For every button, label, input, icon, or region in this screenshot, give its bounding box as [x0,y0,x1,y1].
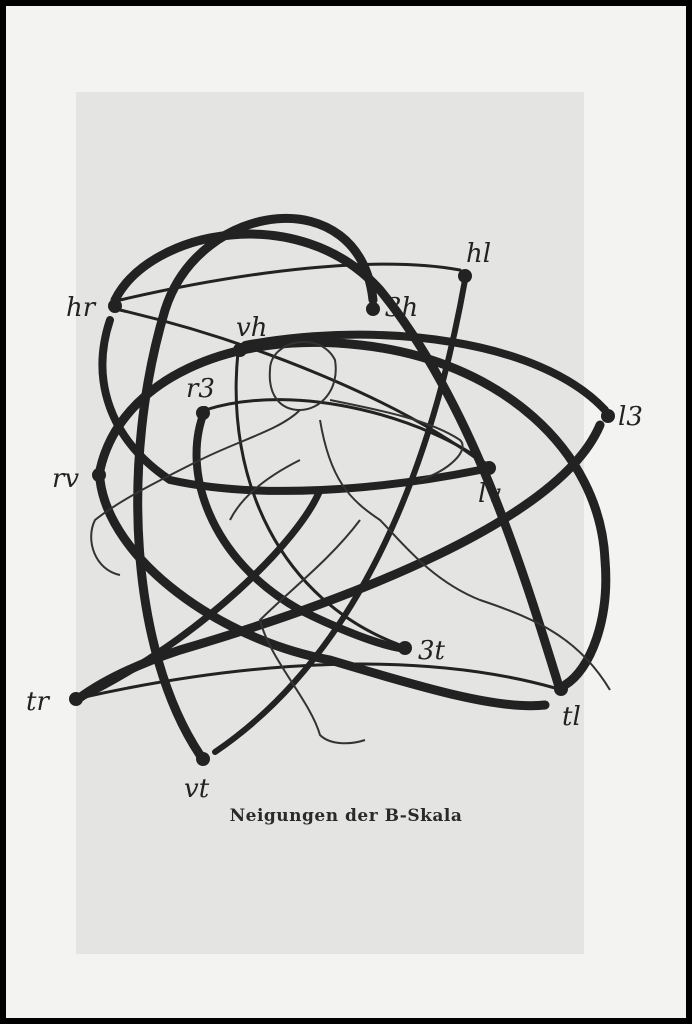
point-hr [108,299,122,313]
point-tl [554,682,568,696]
inclination-curves [73,213,611,760]
label-3t: 3t [418,636,446,666]
point-vt [196,752,210,766]
label-r3: r3 [186,374,215,404]
label-l3: l3 [618,402,643,432]
point-tr [69,692,83,706]
label-tl: tl [562,702,581,732]
point-hl [458,269,472,283]
point-rv [92,468,106,482]
arc-tr-tl [78,662,557,700]
arc-hr-lv [118,308,487,467]
label-vh: vh [236,313,267,343]
dancer-figure [90,341,611,745]
figure-caption: Neigungen der B-Skala [229,806,463,826]
point-lv [482,461,496,475]
label-tr: tr [26,687,50,717]
label-lv: lv [478,479,501,509]
arc-tr-lv [76,486,324,702]
label-rv: rv [52,464,79,494]
label-hl: hl [466,239,491,269]
label-hr: hr [66,293,97,323]
point-l3 [601,409,615,423]
label-3h: 3h [385,293,418,323]
arc-hr-hl [118,262,462,302]
arc-hl-vt [212,277,468,755]
arc-lv-hr [98,316,484,495]
arc-rv-l3 [95,337,611,690]
point-vh [233,343,247,357]
arc-3h-vt [133,213,378,760]
point-labels: hr 3h hl vh r3 l3 rv lv 3t tr tl vt [26,239,643,804]
point-3h [366,302,380,316]
direction-points [69,269,615,766]
label-vt: vt [184,774,210,804]
point-r3 [196,406,210,420]
arc-hr-tl [110,229,565,695]
point-3t [398,641,412,655]
